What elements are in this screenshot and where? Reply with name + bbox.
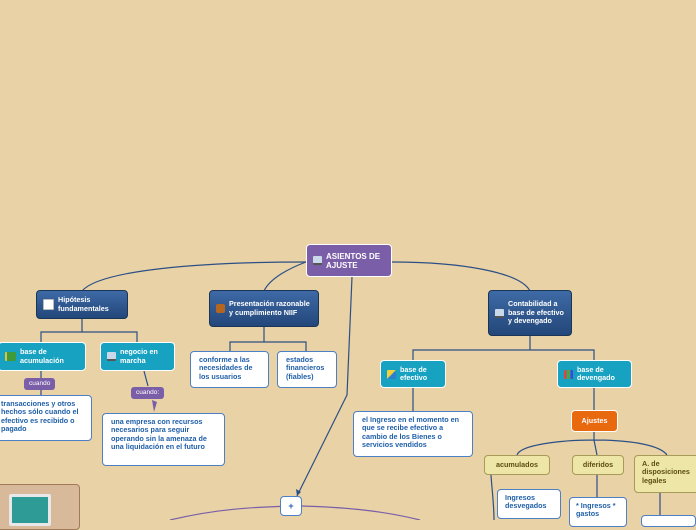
efectivo-node[interactable]: base de efectivo [380, 360, 446, 388]
document-icon [43, 299, 54, 310]
book-icon [5, 352, 16, 361]
acumulacion-detail[interactable]: transacciones y otros hechos sólo cuando… [0, 395, 92, 441]
hipotesis-node[interactable]: Hipótesis fundamentales [36, 290, 128, 319]
estados-node[interactable]: estados financieros (fiables) [277, 351, 337, 388]
link-presentacion-children [229, 327, 307, 351]
ajustes-node[interactable]: Ajustes [571, 410, 618, 432]
efectivo-detail[interactable]: el Ingreso en el momento en que se recib… [353, 411, 473, 457]
laptop-icon [495, 308, 504, 318]
cuando-colon-tag: cuando: [131, 387, 165, 399]
chart-icon [564, 369, 573, 379]
presentacion-node[interactable]: Presentación razonable y cumplimiento NI… [209, 290, 319, 327]
contabilidad-node[interactable]: Contabilidad a base de efectivo y deveng… [488, 290, 572, 336]
link-root-hipotesis [81, 261, 307, 292]
plus-node[interactable]: + [280, 496, 302, 516]
computer-illustration [0, 484, 80, 530]
root-node[interactable]: ASIENTOS DE AJUSTE [306, 244, 392, 277]
conforme-node[interactable]: conforme a las necesidades de los usuari… [190, 351, 269, 388]
acumulados-node[interactable]: acumulados [484, 455, 550, 475]
link-root-plus [296, 276, 353, 497]
negocio-detail[interactable]: una empresa con recursos necesarios para… [102, 413, 225, 466]
diferidos-detail[interactable]: * Ingresos * gastos [569, 497, 627, 527]
link-contabilidad-children [412, 335, 595, 360]
efectivo-label: base de efectivo [400, 364, 428, 382]
devengado-node[interactable]: base de devengado [557, 360, 632, 388]
link-root-presentacion [263, 261, 307, 292]
link-negocio-cuando [143, 370, 149, 387]
negocio-node[interactable]: negocio en marcha [100, 342, 175, 371]
negocio-label: negocio en marcha [120, 347, 158, 365]
acumulacion-node[interactable]: base de acumulación [0, 342, 86, 371]
disposiciones-detail [641, 515, 696, 527]
link-arrow-head [296, 489, 301, 496]
acumulados-detail[interactable]: Ingresos desvegados [497, 489, 561, 519]
acumulacion-label: base de acumulación [20, 347, 64, 365]
laptop-icon [107, 352, 116, 361]
link-acumulados-detail [490, 474, 495, 520]
link-root-contabilidad [391, 261, 531, 292]
diferidos-node[interactable]: diferidos [572, 455, 624, 475]
laptop-icon [313, 256, 322, 265]
plus-branch-curve-right [299, 505, 421, 520]
root-label: ASIENTOS DE AJUSTE [326, 251, 381, 270]
monitor-icon [9, 494, 51, 526]
contabilidad-label: Contabilidad a base de efectivo y deveng… [508, 299, 564, 326]
briefcase-icon [216, 304, 225, 313]
hipotesis-label: Hipótesis fundamentales [58, 295, 109, 313]
presentacion-label: Presentación razonable y cumplimiento NI… [229, 299, 310, 317]
plus-branch-curve-left [169, 505, 291, 520]
link-negocio-arrowhead [152, 400, 157, 412]
link-ajustes-children [516, 431, 668, 456]
devengado-label: base de devengado [577, 364, 615, 382]
pencil-icon [387, 369, 396, 379]
cuando-tag: cuando [24, 378, 56, 390]
link-hipotesis-children [40, 318, 138, 343]
disposiciones-node[interactable]: A. de disposiciones legales [634, 455, 696, 493]
